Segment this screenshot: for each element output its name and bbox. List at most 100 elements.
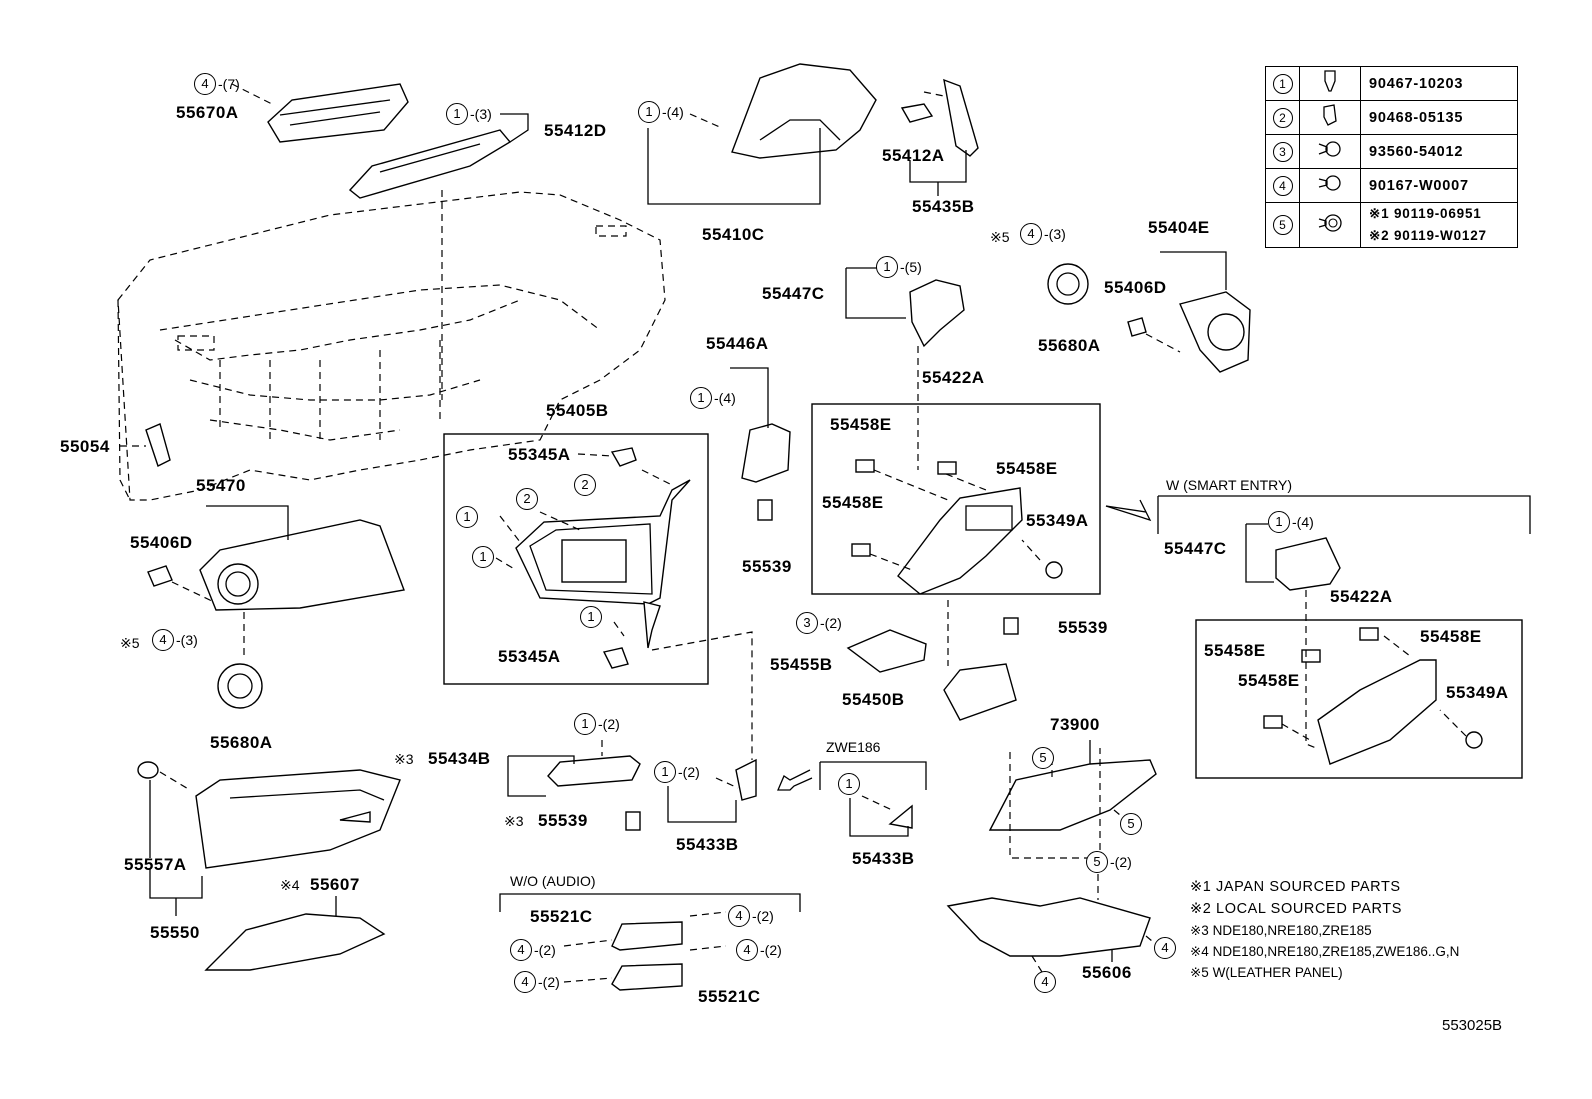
quantity-label: -(2) <box>820 615 842 631</box>
part-55447C-shape <box>741 279 965 521</box>
fastener-legend-table: 1 90467-10203 2 90468-05135 3 93560-5401… <box>1265 66 1518 248</box>
part-55521C-shape <box>611 921 683 991</box>
part-55412D-shape <box>348 129 512 199</box>
footnote: ※3 NDE180,NRE180,ZRE185 <box>1190 923 1372 938</box>
footnote: ※5 W(LEATHER PANEL) <box>1190 965 1343 980</box>
callout-55404E: 55404E <box>1148 218 1210 237</box>
note-mark: ※3 <box>394 751 414 767</box>
instrument-panel-outline <box>117 191 666 501</box>
callout-55458E-4: 55458E <box>1204 641 1266 660</box>
legend-part-number: 90467-10203 <box>1360 66 1518 101</box>
quantity-label: -(4) <box>714 390 736 406</box>
footnote: ※2 LOCAL SOURCED PARTS <box>1190 901 1403 917</box>
callout-55406D-left: 55406D <box>130 533 193 552</box>
part-55607-shape <box>204 913 386 971</box>
fastener-circle-4: 4 <box>510 939 532 961</box>
part-55606-shape <box>946 897 1151 957</box>
callout-55606: 55606 <box>1082 963 1132 982</box>
part-55434B-shape <box>547 755 913 831</box>
callout-55521C-top: 55521C <box>530 907 593 926</box>
callout-55470: 55470 <box>196 476 246 495</box>
fastener-circle-1: 1 <box>574 713 596 735</box>
fastener-circle-5: 5 <box>1086 851 1108 873</box>
callout-55410C: 55410C <box>702 225 765 244</box>
quantity-label: -(2) <box>678 764 700 780</box>
note-mark: ※5 <box>120 635 140 651</box>
group-box-55422A <box>811 403 1101 595</box>
quantity-label: -(3) <box>470 106 492 122</box>
callout-55458E-5: 55458E <box>1420 627 1482 646</box>
legend-part-number: 93560-54012 <box>1360 134 1518 169</box>
callout-55406D-right: 55406D <box>1104 278 1167 297</box>
callout-73900: 73900 <box>1050 715 1100 734</box>
fastener-circle-2: 2 <box>516 488 538 510</box>
footnote: ※1 JAPAN SOURCED PARTS <box>1190 879 1401 895</box>
callout-55433B-b: 55433B <box>852 849 915 868</box>
part-73900-shape <box>988 759 1157 831</box>
quantity-label: -(4) <box>1292 514 1314 530</box>
note-mark: ※5 <box>990 229 1010 245</box>
callout-55458E-3: 55458E <box>822 493 884 512</box>
callout-55345A-bottom: 55345A <box>498 647 561 666</box>
fastener-circle-4: 4 <box>152 629 174 651</box>
callout-55539-a: 55539 <box>742 557 792 576</box>
quantity-label: -(2) <box>534 942 556 958</box>
legend-part-number: ※2 90119-W0127 <box>1369 228 1487 243</box>
legend-row: 2 90468-05135 <box>1265 100 1518 135</box>
fastener-circle-1: 1 <box>580 606 602 628</box>
legend-row: 4 90167-W0007 <box>1265 168 1518 203</box>
diagram-id: 553025B <box>1442 1017 1503 1034</box>
fastener-circle-4: 4 <box>1034 971 1056 993</box>
fastener-circle-5: 5 <box>1032 747 1054 769</box>
fastener-circle-4: 4 <box>728 905 750 927</box>
part-55054-shape <box>145 423 171 467</box>
quantity-label: -(7) <box>218 76 240 92</box>
callout-55450B: 55450B <box>842 690 905 709</box>
part-55550-shape <box>137 761 401 869</box>
legend-row: 3 93560-54012 <box>1265 134 1518 169</box>
callout-55405B: 55405B <box>546 401 609 420</box>
callout-55434B: 55434B <box>428 749 491 768</box>
heading-zwe186: ZWE186 <box>826 739 881 755</box>
callout-55670A: 55670A <box>176 103 239 122</box>
callout-55680A-left: 55680A <box>210 733 273 752</box>
legend-number: 3 <box>1272 141 1293 162</box>
quantity-label: -(4) <box>662 104 684 120</box>
part-55405B-shape <box>515 447 691 669</box>
fastener-circle-4: 4 <box>514 971 536 993</box>
quantity-label: -(2) <box>538 974 560 990</box>
fastener-circle-4: 4 <box>1154 937 1176 959</box>
note-mark: ※3 <box>504 813 524 829</box>
quantity-label: -(3) <box>1044 226 1066 242</box>
callout-55680A-right: 55680A <box>1038 336 1101 355</box>
footnote: ※4 NDE180,NRE180,ZRE185,ZWE186..G,N <box>1190 944 1460 959</box>
group-box-55422A-smart <box>1195 619 1523 779</box>
part-55670A-shape <box>267 83 409 143</box>
part-55422A-shape <box>851 459 1063 595</box>
callout-55458E-2: 55458E <box>996 459 1058 478</box>
callout-55521C-bottom: 55521C <box>698 987 761 1006</box>
callout-55054: 55054 <box>60 437 110 456</box>
part-55404E-shape <box>1047 263 1251 373</box>
nut-clip-icon <box>1299 100 1361 135</box>
callout-55447C-top: 55447C <box>762 284 825 303</box>
part-55680A-left-shape <box>217 663 263 709</box>
callout-55422A-top: 55422A <box>922 368 985 387</box>
part-55410C-shape <box>731 63 877 159</box>
quantity-label: -(2) <box>598 716 620 732</box>
fastener-circle-4: 4 <box>194 73 216 95</box>
legend-part-number: ※1 90119-06951 <box>1369 206 1482 221</box>
fastener-circle-4: 4 <box>1020 223 1042 245</box>
clip-icon <box>1299 66 1361 101</box>
callout-55458E-1: 55458E <box>830 415 892 434</box>
fastener-circle-1: 1 <box>446 103 468 125</box>
legend-row: 5 ※1 90119-06951 ※2 90119-W0127 <box>1265 202 1518 248</box>
fastener-circle-1: 1 <box>876 256 898 278</box>
callout-55447C-right: 55447C <box>1164 539 1227 558</box>
heading-wo-audio: W/O (AUDIO) <box>510 873 596 889</box>
fastener-circle-4: 4 <box>736 939 758 961</box>
callout-55349A-right: 55349A <box>1446 683 1509 702</box>
fastener-circle-1: 1 <box>690 387 712 409</box>
